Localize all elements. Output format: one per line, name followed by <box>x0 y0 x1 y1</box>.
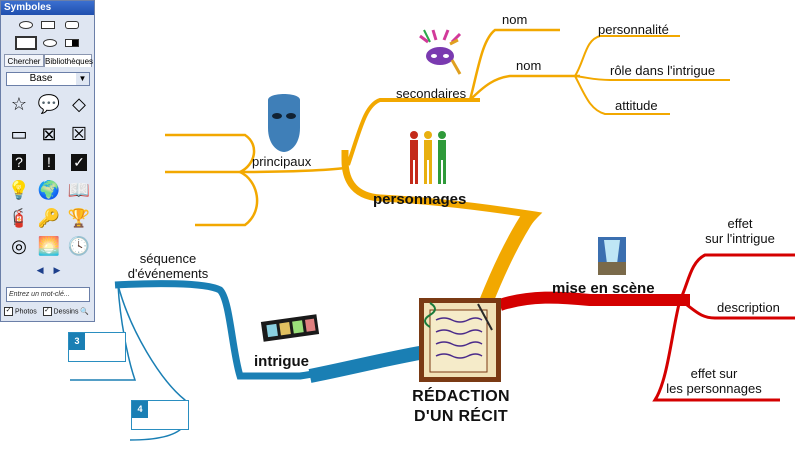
symbols-palette[interactable]: Symboles Chercher Bibliothèques Base ▼ ☆… <box>0 0 95 322</box>
globe-icon[interactable]: 🌍 <box>37 179 61 200</box>
event-card-3[interactable]: 3 <box>68 332 126 362</box>
key-icon[interactable]: 🔑 <box>37 207 61 228</box>
photos-checkbox[interactable]: ✓ <box>4 307 13 316</box>
branch-effet-personnages[interactable] <box>652 299 780 402</box>
rectangle-icon[interactable]: ▭ <box>10 123 28 144</box>
branch-personnages-core[interactable] <box>479 210 536 305</box>
keyword-search-input[interactable]: Entrez un mot-clé... <box>6 287 90 302</box>
branch-attitude[interactable] <box>574 75 670 115</box>
node-attitude[interactable]: attitude <box>615 98 658 113</box>
library-select-value: Base <box>29 73 53 84</box>
dessins-label: Dessins <box>53 308 79 316</box>
branch-secondaires[interactable] <box>346 98 480 166</box>
fire-extinguisher-icon[interactable]: 🧯 <box>7 207 31 228</box>
rectangle-shape-icon[interactable] <box>41 21 55 29</box>
waterfall-icon <box>598 237 626 275</box>
search-icon[interactable]: 🔍 <box>80 308 90 316</box>
node-personnalite[interactable]: personnalité <box>598 22 669 37</box>
lightbulb-icon[interactable]: 💡 <box>7 179 31 200</box>
book-icon[interactable]: 📖 <box>67 179 91 200</box>
clock-icon[interactable]: 🕓 <box>67 235 91 256</box>
central-topic-title[interactable]: RÉDACTION D'UN RÉCIT <box>412 388 510 425</box>
check-icon[interactable]: ✓ <box>71 153 87 171</box>
tab-chercher[interactable]: Chercher <box>4 54 44 67</box>
cross-box-icon[interactable]: ⊠ <box>41 123 57 144</box>
tab-bibliotheques[interactable]: Bibliothèques <box>44 54 93 67</box>
dessins-checkbox[interactable]: ✓ <box>42 307 52 316</box>
photos-label: Photos <box>14 308 37 316</box>
x-box-icon[interactable]: ☒ <box>70 123 88 144</box>
mask-icon <box>268 94 300 152</box>
node-description[interactable]: description <box>717 300 780 315</box>
node-effet-sur-intrigue[interactable]: effet sur l'intrigue <box>705 216 775 246</box>
palette-tabs: Chercher Bibliothèques <box>4 54 93 67</box>
target-icon[interactable]: ◎ <box>11 235 27 256</box>
branch-principaux-lower[interactable] <box>195 170 259 227</box>
selected-shape-icon[interactable] <box>15 36 37 50</box>
palette-nav: ◀ ▶ <box>1 265 96 276</box>
film-strip-icon <box>260 314 320 342</box>
ellipse-shape-icon[interactable] <box>19 21 33 29</box>
palette-title[interactable]: Symboles <box>1 1 94 15</box>
prev-page-icon[interactable]: ◀ <box>36 265 44 275</box>
trophy-icon[interactable]: 🏆 <box>67 207 91 228</box>
node-sequence-evenements[interactable]: séquence d'événements <box>127 251 209 281</box>
branch-intrigue-core[interactable] <box>308 345 427 383</box>
carnival-mask-icon <box>419 29 462 75</box>
branch-description[interactable] <box>679 298 795 320</box>
library-select[interactable]: Base ▼ <box>6 72 90 86</box>
exclamation-icon[interactable]: ! <box>35 149 63 175</box>
node-effet-sur-personnages[interactable]: effet sur les personnages <box>666 366 762 396</box>
card-number: 3 <box>69 333 85 350</box>
node-principaux[interactable]: principaux <box>252 154 312 169</box>
question-icon[interactable]: ? <box>5 149 33 175</box>
sunset-icon[interactable]: 🌅 <box>37 235 61 256</box>
rounded-rect-shape-icon[interactable] <box>65 21 79 29</box>
branch-role[interactable] <box>574 75 730 81</box>
half-filled-shape-icon[interactable] <box>65 39 79 47</box>
event-card-4[interactable]: 4 <box>131 400 189 430</box>
speech-bubble-icon[interactable]: 💬 <box>37 93 61 114</box>
branch-effet-intrigue[interactable] <box>678 253 795 301</box>
chevron-down-icon[interactable]: ▼ <box>76 73 89 85</box>
node-mise-en-scene[interactable]: mise en scène <box>552 280 655 297</box>
diamond-icon[interactable]: ◇ <box>72 93 86 114</box>
branch-personnalite[interactable] <box>574 35 680 77</box>
central-manuscript-image[interactable] <box>419 298 501 382</box>
oval-shape-icon[interactable] <box>43 39 57 47</box>
figures-icon <box>410 131 446 184</box>
branch-nom-top[interactable] <box>468 28 560 101</box>
node-nom-top[interactable]: nom <box>502 12 528 27</box>
node-role-dans-intrigue[interactable]: rôle dans l'intrigue <box>610 63 716 78</box>
branch-card-4[interactable] <box>117 284 189 441</box>
card-number: 4 <box>132 401 148 418</box>
node-secondaires[interactable]: secondaires <box>396 86 467 101</box>
node-intrigue[interactable]: intrigue <box>254 353 309 370</box>
next-page-icon[interactable]: ▶ <box>53 265 61 275</box>
branch-mise-en-scene-core[interactable] <box>498 291 690 311</box>
node-nom[interactable]: nom <box>516 58 542 73</box>
palette-options: ✓ Photos ✓ Dessins 🔍 <box>4 307 89 316</box>
node-personnages[interactable]: personnages <box>373 191 467 208</box>
branch-nom[interactable] <box>469 74 580 101</box>
star-icon[interactable]: ☆ <box>10 93 28 114</box>
